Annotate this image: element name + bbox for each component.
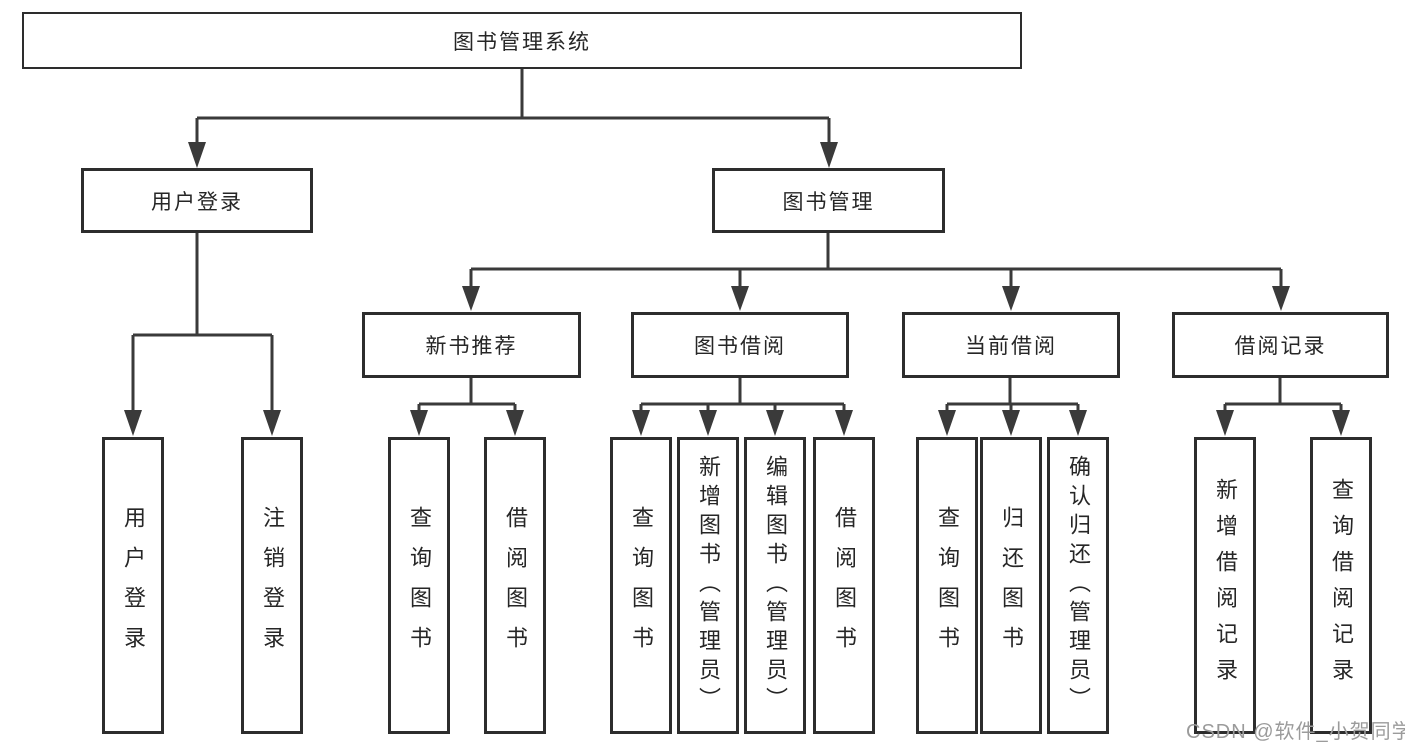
node-label: 用户登录 <box>121 505 146 666</box>
node-label: 借阅记录 <box>1234 335 1327 358</box>
leaf-query-books-current: 查询图书 <box>916 437 978 734</box>
node-label: 图书借阅 <box>694 335 786 358</box>
leaf-query-books-borrowing: 查询图书 <box>610 437 672 734</box>
node-label: 编辑图书（管理员） <box>763 455 788 716</box>
leaf-query-borrow-record: 查询借阅记录 <box>1310 437 1372 734</box>
node-book-borrowing: 图书借阅 <box>631 312 849 378</box>
leaf-add-books-admin: 新增图书（管理员） <box>677 437 739 734</box>
node-label: 查询借阅记录 <box>1329 477 1354 694</box>
node-root-library-system: 图书管理系统 <box>22 12 1022 69</box>
node-label: 借阅图书 <box>503 505 528 666</box>
node-label: 借阅图书 <box>832 505 857 666</box>
leaf-borrow-books: 借阅图书 <box>813 437 875 734</box>
node-new-book-recommend: 新书推荐 <box>362 312 581 378</box>
node-label: 确认归还（管理员） <box>1066 455 1091 716</box>
node-label: 新书推荐 <box>425 335 518 358</box>
node-label: 注销登录 <box>260 505 285 666</box>
node-label: 新增借阅记录 <box>1213 477 1238 694</box>
node-label: 查询图书 <box>407 505 432 666</box>
node-current-borrowing: 当前借阅 <box>902 312 1120 378</box>
node-book-management-module: 图书管理 <box>712 168 945 233</box>
node-borrowing-records: 借阅记录 <box>1172 312 1389 378</box>
node-label: 图书管理 <box>782 190 875 214</box>
node-label: 图书管理系统 <box>453 30 591 54</box>
leaf-return-books: 归还图书 <box>980 437 1042 734</box>
node-label: 用户登录 <box>151 190 243 214</box>
leaf-borrow-books-recommend: 借阅图书 <box>484 437 546 734</box>
leaf-query-books-recommend: 查询图书 <box>388 437 450 734</box>
arrowheads <box>124 142 1350 436</box>
node-label: 归还图书 <box>999 505 1024 666</box>
leaf-user-login: 用户登录 <box>102 437 164 734</box>
leaf-edit-books-admin: 编辑图书（管理员） <box>744 437 806 734</box>
leaf-add-borrow-record: 新增借阅记录 <box>1194 437 1256 734</box>
node-user-login-module: 用户登录 <box>81 168 313 233</box>
csdn-watermark: CSDN @软件_小贺同学 <box>1186 721 1405 743</box>
node-label: 查询图书 <box>935 505 960 666</box>
leaf-confirm-return-admin: 确认归还（管理员） <box>1047 437 1109 734</box>
node-label: 当前借阅 <box>965 335 1057 358</box>
leaf-logout: 注销登录 <box>241 437 303 734</box>
node-label: 查询图书 <box>629 505 654 666</box>
node-label: 新增图书（管理员） <box>696 455 721 716</box>
